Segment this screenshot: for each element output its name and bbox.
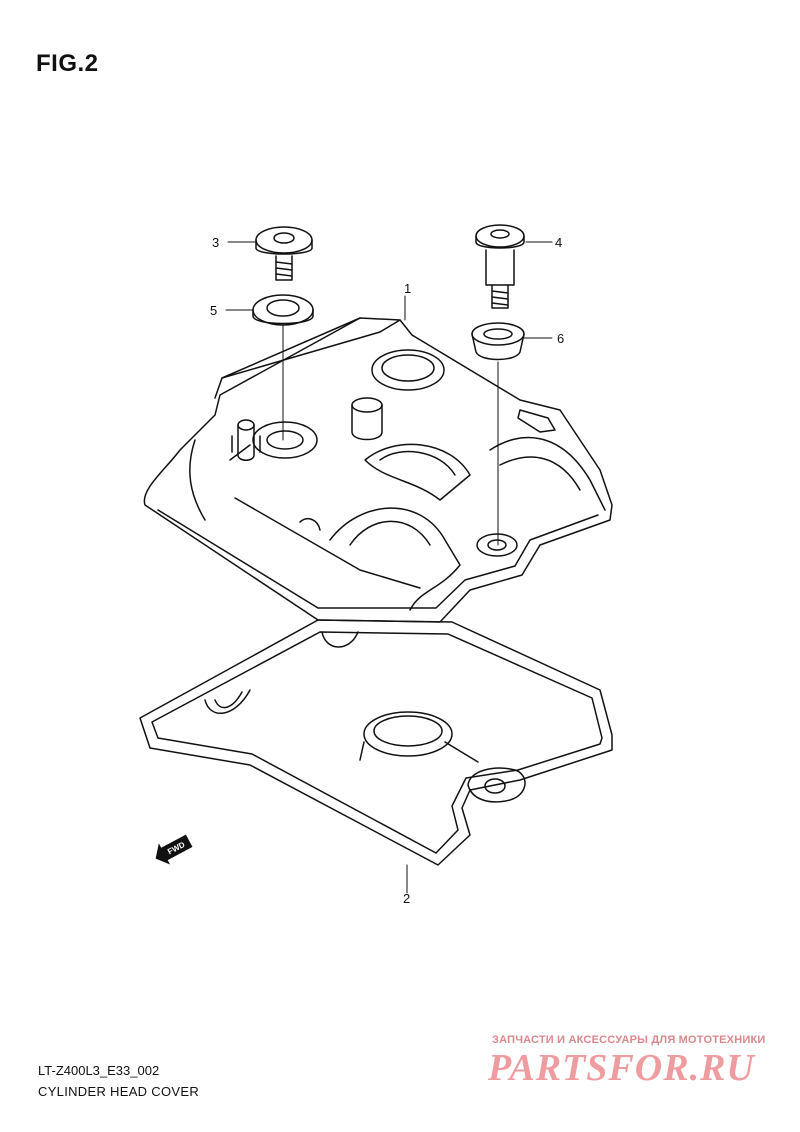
cover-bolt-short (255, 226, 313, 281)
cover-grommet (471, 322, 525, 361)
watermark-tagline: ЗАПЧАСТИ И АКСЕССУАРЫ ДЛЯ МОТОТЕХНИКИ (492, 1034, 766, 1046)
figure-title: FIG.2 (36, 50, 99, 77)
figure-caption: CYLINDER HEAD COVER (38, 1084, 200, 1099)
watermark-logo: PARTSFOR.RU (488, 1047, 755, 1089)
cover-bolt-long (475, 224, 525, 309)
cylinder-head-cover (143, 317, 613, 623)
callout-6: 6 (557, 331, 564, 346)
cover-washer (252, 294, 314, 326)
callout-4: 4 (555, 235, 562, 250)
callout-3: 3 (212, 235, 219, 250)
model-code: LT-Z400L3_E33_002 (38, 1063, 160, 1078)
fwd-arrow-icon: FWD (155, 834, 193, 865)
assembly-lines (282, 324, 499, 546)
cover-gasket (139, 619, 613, 866)
callout-5: 5 (210, 303, 217, 318)
callout-1: 1 (404, 281, 411, 296)
callout-2: 2 (403, 891, 410, 906)
leader-lines (225, 241, 553, 894)
